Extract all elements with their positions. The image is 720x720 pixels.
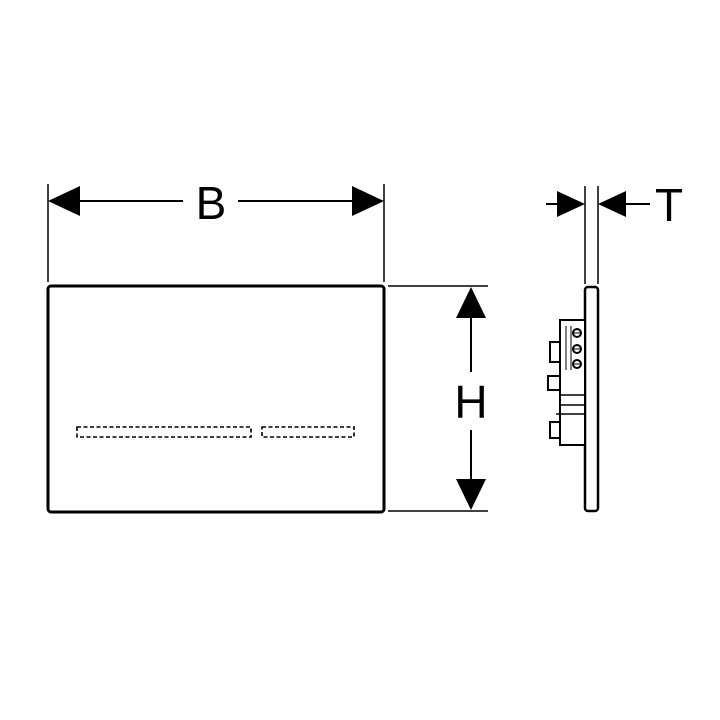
width-dimension: B [47, 177, 385, 282]
height-arrowhead-top [456, 287, 486, 318]
side-view-connector [565, 326, 572, 370]
width-arrowhead-right [352, 186, 384, 216]
small-flush-button-area [261, 426, 355, 438]
thickness-dimension: T [546, 179, 683, 284]
width-label: B [196, 177, 227, 229]
side-view-screw-2 [572, 344, 582, 354]
flush-plate-outline [46, 284, 386, 514]
height-dimension: H [388, 285, 488, 512]
width-arrowhead-left [48, 186, 80, 216]
side-view-middle-bracket [547, 375, 561, 391]
front-view [46, 284, 386, 514]
side-view-upper-bracket [549, 341, 561, 363]
side-view-screw-3 [572, 359, 582, 369]
large-flush-button-area [76, 426, 252, 438]
side-view-screw-1 [572, 328, 582, 338]
height-arrowhead-bottom [456, 479, 486, 510]
side-view-mounting-body [559, 319, 586, 446]
side-view-plate [583, 285, 600, 513]
thickness-arrowhead-left [557, 191, 585, 217]
thickness-arrowhead-right [598, 191, 626, 217]
thickness-label: T [655, 179, 683, 231]
height-label: H [454, 376, 487, 428]
side-view [547, 285, 600, 513]
side-view-lower-foot [549, 421, 561, 439]
